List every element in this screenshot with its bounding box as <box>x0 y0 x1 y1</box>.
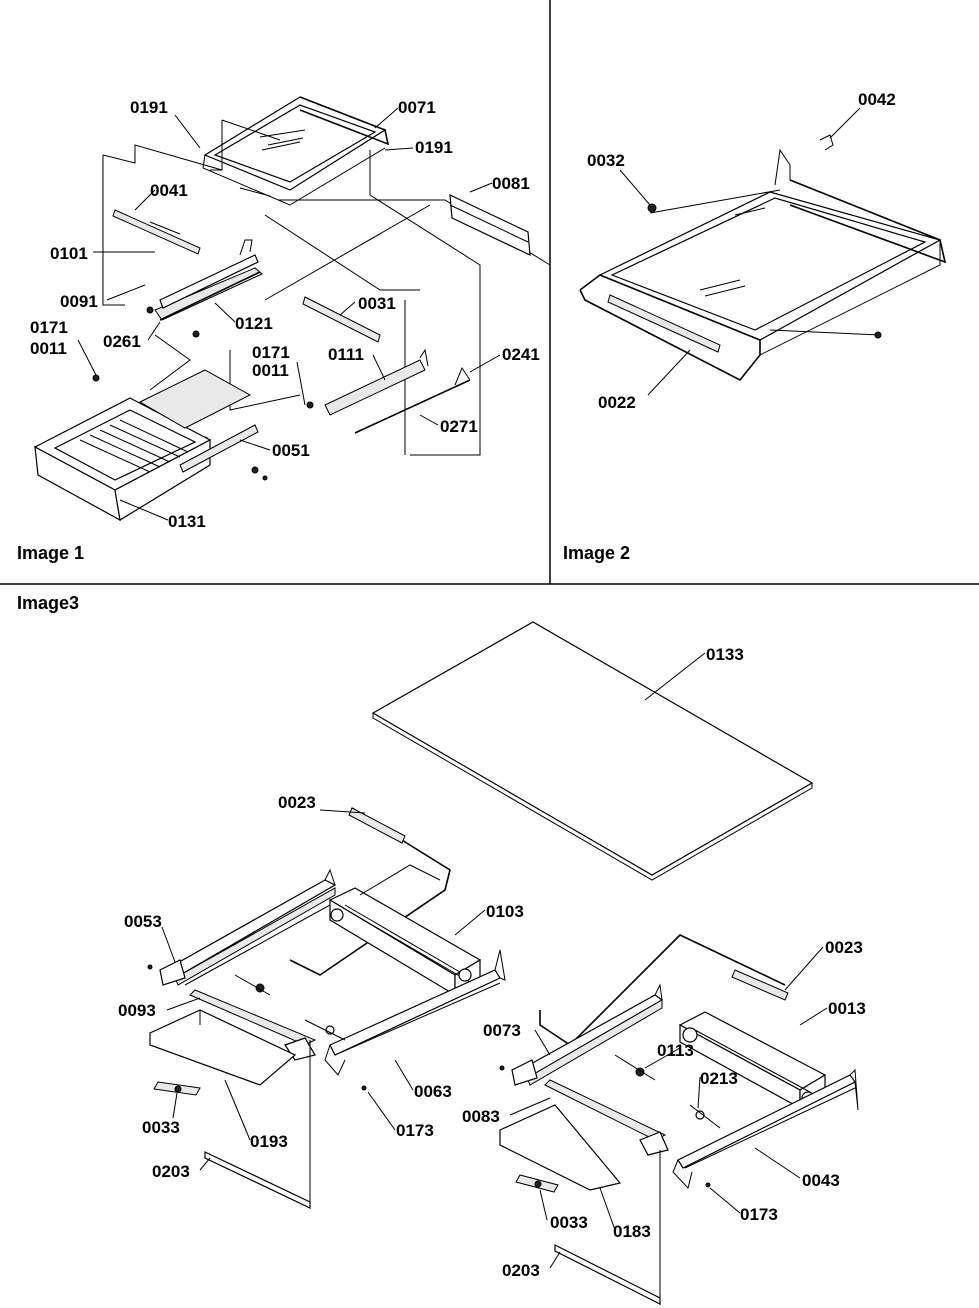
glass-shelf <box>202 96 390 206</box>
crisper-drawer-0131 <box>33 369 259 522</box>
callout-0011-b: 0011 <box>252 361 289 380</box>
callout-0213: 0213 <box>700 1069 738 1088</box>
image-3-leaders <box>161 652 828 1269</box>
image-2-callouts: 0042 0032 0022 <box>587 90 896 412</box>
phantom-lines-image-1 <box>102 119 551 456</box>
callout-0031: 0031 <box>358 294 396 313</box>
image-3-callouts: 0133 0023 0103 0053 0093 0033 0193 0203 … <box>118 645 866 1280</box>
callout-0033-a: 0033 <box>142 1118 180 1137</box>
rail-0041 <box>112 209 201 255</box>
image-1-callouts: 0191 0071 0191 0041 0081 0101 0091 0031 … <box>30 98 540 531</box>
callout-0042: 0042 <box>858 90 896 109</box>
left-shelf-assembly <box>147 807 506 1209</box>
image-3-drawing <box>147 621 859 1305</box>
callout-0091: 0091 <box>60 292 98 311</box>
callout-0203-b: 0203 <box>502 1261 540 1280</box>
callout-0173-a: 0173 <box>396 1121 434 1140</box>
callout-0071: 0071 <box>398 98 436 117</box>
image-2-drawing <box>579 134 947 382</box>
callout-0033-b: 0033 <box>550 1213 588 1232</box>
pane-label-image-3: Image3 <box>17 593 79 613</box>
callout-0193: 0193 <box>250 1132 288 1151</box>
pane-label-image-1: Image 1 <box>17 543 84 563</box>
callout-0063: 0063 <box>414 1082 452 1101</box>
callout-0103: 0103 <box>486 902 524 921</box>
callout-0171-b: 0171 <box>252 343 290 362</box>
panel-dividers <box>0 0 979 585</box>
callout-0203-a: 0203 <box>152 1162 190 1181</box>
callout-0121: 0121 <box>235 314 273 333</box>
callout-0241: 0241 <box>502 345 540 364</box>
callout-0183: 0183 <box>613 1222 651 1241</box>
callout-0101: 0101 <box>50 244 88 263</box>
right-shelf-assembly <box>499 934 859 1305</box>
callout-0011-a: 0011 <box>30 339 67 358</box>
callout-0261: 0261 <box>103 332 141 351</box>
callout-0133: 0133 <box>706 645 744 664</box>
image-2-leaders <box>619 107 861 396</box>
callout-0041: 0041 <box>150 181 188 200</box>
image-1-leaders <box>77 107 501 521</box>
callout-0173-b: 0173 <box>740 1205 778 1224</box>
callout-0022: 0022 <box>598 393 636 412</box>
bracket-0081 <box>449 194 531 256</box>
slide-rail-0121 <box>154 239 263 321</box>
pane-label-image-2: Image 2 <box>563 543 630 563</box>
callout-0113: 0113 <box>657 1041 694 1060</box>
callout-0081: 0081 <box>492 174 530 193</box>
callout-0271: 0271 <box>440 417 478 436</box>
callout-0191-b: 0191 <box>415 138 453 157</box>
callout-0043: 0043 <box>802 1171 840 1190</box>
callout-0051: 0051 <box>272 441 310 460</box>
callout-0191-a: 0191 <box>130 98 168 117</box>
callout-0013: 0013 <box>828 999 866 1018</box>
rail-0111 <box>324 348 471 434</box>
callout-0111: 0111 <box>328 345 364 364</box>
callout-0023-a: 0023 <box>278 793 316 812</box>
callout-0023-b: 0023 <box>825 938 863 957</box>
glass-panel-0133 <box>371 621 814 881</box>
callout-0032: 0032 <box>587 151 625 170</box>
callout-0171-a: 0171 <box>30 318 68 337</box>
callout-0093: 0093 <box>118 1001 156 1020</box>
callout-0131: 0131 <box>168 512 206 531</box>
callout-0053: 0053 <box>124 912 162 931</box>
rail-0031 <box>302 296 381 343</box>
image-1-drawing <box>33 96 551 522</box>
callout-0083: 0083 <box>462 1107 500 1126</box>
callout-0073: 0073 <box>483 1021 521 1040</box>
